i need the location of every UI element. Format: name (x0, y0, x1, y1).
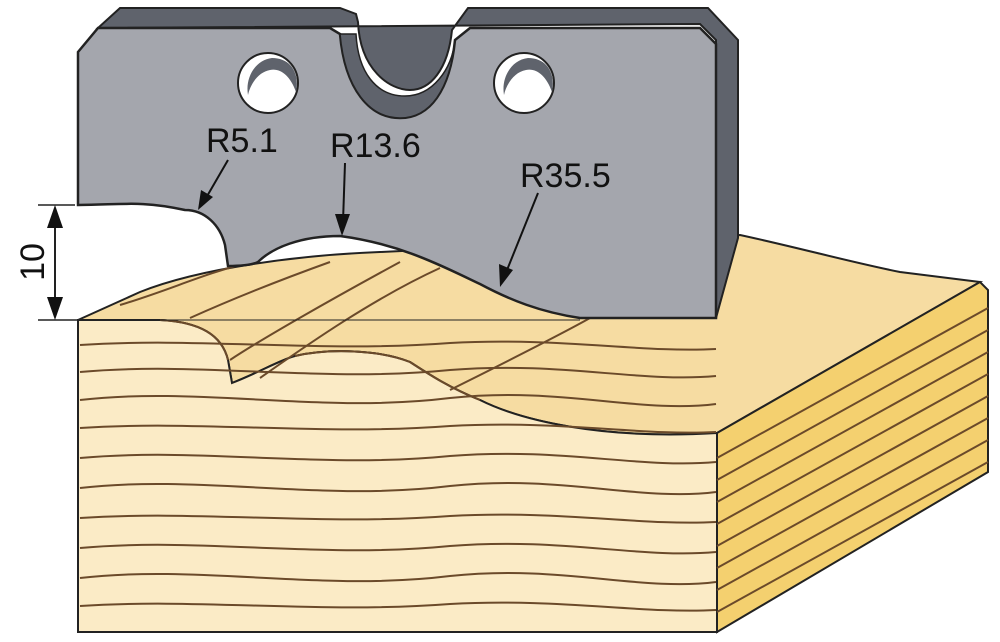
knife-bevel (95, 7, 739, 319)
side-grain (716, 307, 989, 613)
grain-line (79, 481, 717, 496)
profile-line (259, 267, 441, 379)
grain-line (79, 601, 717, 612)
wood-block (77, 233, 989, 634)
profile-line (159, 319, 229, 361)
grain-line (79, 452, 717, 465)
profile-knife (76, 7, 739, 320)
dimension-arrow-up (47, 205, 63, 228)
radius-small-leader (205, 159, 229, 199)
grain-line (716, 461, 989, 613)
grain-line (716, 373, 989, 525)
grain-line (716, 395, 989, 547)
mounting-hole-right (493, 52, 555, 114)
grain-line (79, 423, 717, 434)
grain-line (716, 439, 989, 591)
radius-large-arrow (499, 264, 513, 287)
grain-line (79, 571, 717, 586)
profile-line (229, 261, 401, 361)
front-grain (79, 340, 717, 612)
wood-side-face (716, 280, 989, 634)
dimension-arrow-down (47, 297, 63, 320)
depth-label: 10 (14, 243, 52, 281)
grain-line (716, 307, 989, 459)
radius-large-label: R35.5 (520, 157, 611, 195)
grain-line (79, 542, 717, 555)
top-profile-lines (119, 261, 591, 401)
grain-line (716, 417, 989, 569)
depth-dimension: 10 (14, 204, 580, 321)
radius-medium-label: R13.6 (330, 127, 421, 165)
grain-line (79, 393, 717, 408)
radius-callouts: R5.1 R13.6 R35.5 (198, 122, 611, 287)
grain-line (716, 329, 989, 481)
grain-line (79, 513, 717, 524)
radius-small-arrow (198, 190, 213, 210)
profile-line (294, 350, 481, 401)
profile-line (449, 317, 591, 391)
radius-large-leader (504, 192, 539, 276)
grain-line (79, 340, 717, 351)
profile-line (189, 261, 331, 319)
grain-line (716, 351, 989, 503)
notch-shadow (339, 33, 456, 119)
grain-line (79, 366, 717, 379)
mounting-hole-left (237, 52, 299, 114)
radius-medium-leader (342, 162, 346, 223)
radius-small-label: R5.1 (206, 122, 278, 160)
radius-medium-arrow (335, 214, 350, 236)
